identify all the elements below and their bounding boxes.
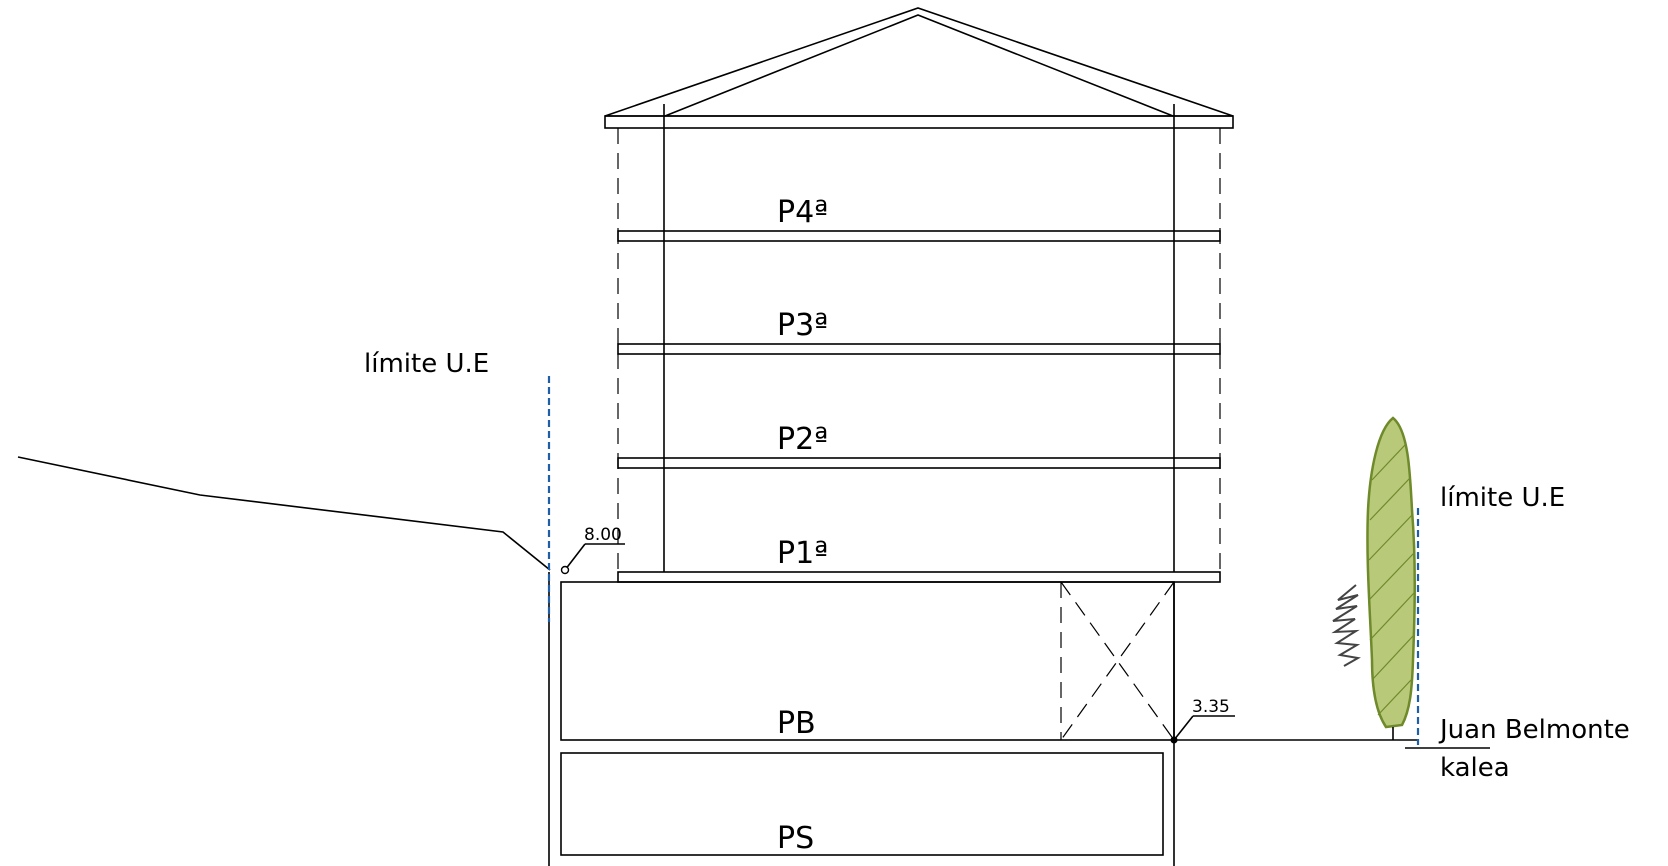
tree-foliage-hatch xyxy=(1368,444,1415,716)
level-value-street: 3.35 xyxy=(1192,697,1230,717)
floor-label-p4: P4ª xyxy=(777,195,828,230)
plot-limit-left-label: límite U.E xyxy=(364,349,489,379)
street-name-line2: kalea xyxy=(1440,753,1510,783)
floor-label-ps: PS xyxy=(777,821,814,856)
floor-label-p2: P2ª xyxy=(777,422,828,457)
cypress-tree xyxy=(1331,416,1416,740)
facade-walls xyxy=(617,104,1221,572)
tree-foliage xyxy=(1366,416,1416,729)
plot-limit-right-label: límite U.E xyxy=(1440,483,1565,513)
podium-block xyxy=(548,572,1175,866)
roof xyxy=(604,7,1234,129)
terrain-line xyxy=(17,456,551,571)
tree-shadow-foliage xyxy=(1331,584,1361,667)
floor-label-p3: P3ª xyxy=(777,308,828,343)
level-value-upper: 8.00 xyxy=(584,525,622,545)
entrance-void xyxy=(1060,581,1175,741)
level-marker-upper: 8.00 xyxy=(560,525,625,575)
street-name-line1: Juan Belmonte xyxy=(1438,715,1630,745)
level-marker-street: 3.35 xyxy=(1170,697,1235,744)
floor-label-pb: PB xyxy=(777,706,816,741)
floor-slabs xyxy=(617,230,1221,583)
floor-label-p1: P1ª xyxy=(777,536,828,571)
